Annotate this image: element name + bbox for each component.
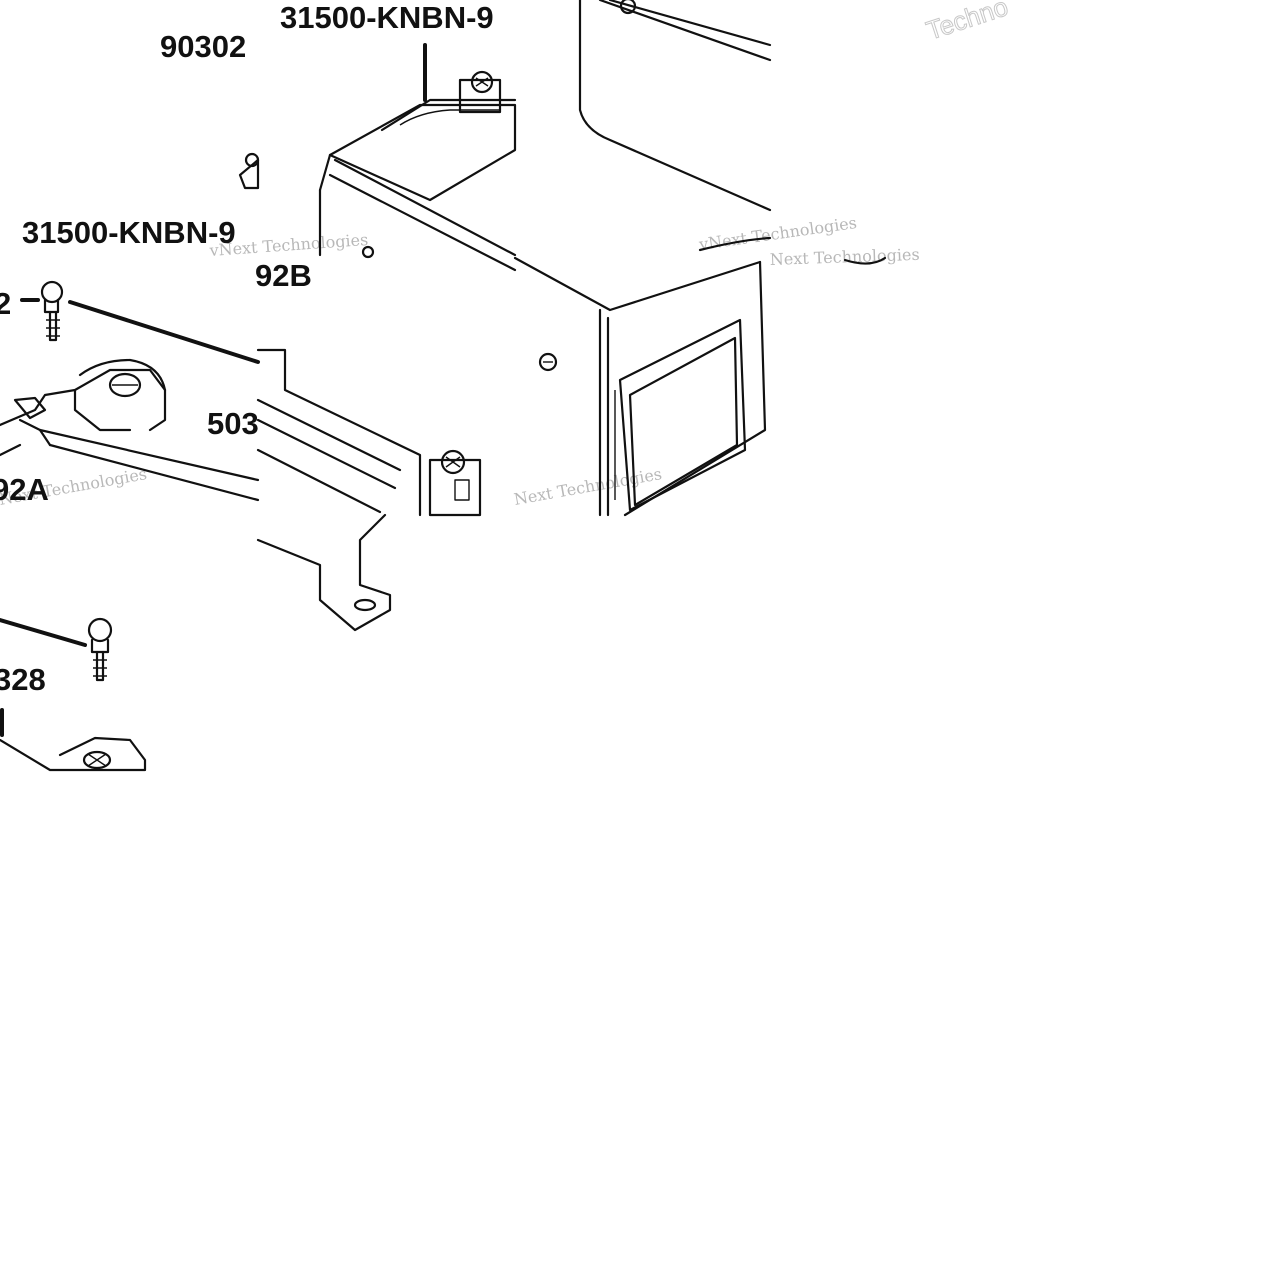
battery-body (513, 256, 767, 517)
label-part-503: 503 (207, 406, 259, 441)
bolt-top (238, 152, 260, 190)
battery-tray (256, 348, 482, 632)
label-part-31500-left: 31500-KNBN-9 (22, 215, 236, 250)
label-part-92A: 92A (0, 472, 49, 507)
watermark-5: Next Technologies (769, 245, 919, 269)
left-bracket (0, 358, 260, 772)
label-part-31500-top: 31500-KNBN-9 (280, 0, 494, 35)
battery-illustration (318, 43, 517, 272)
label-part-328: 328 (0, 662, 46, 697)
label-part-92B: 92B (255, 258, 312, 293)
battery-holder-bracket (578, 0, 887, 265)
part-labels: 90302 31500-KNBN-9 31500-KNBN-9 92B 2 50… (0, 0, 494, 697)
label-part-2: 2 (0, 286, 11, 321)
label-part-90302: 90302 (160, 29, 246, 64)
bolt-upper (20, 280, 260, 364)
bolt-lower (0, 617, 113, 682)
watermarks: Techno vNext Technologies vNext Technolo… (0, 0, 1012, 509)
watermark-top-right: Techno (923, 0, 1012, 46)
